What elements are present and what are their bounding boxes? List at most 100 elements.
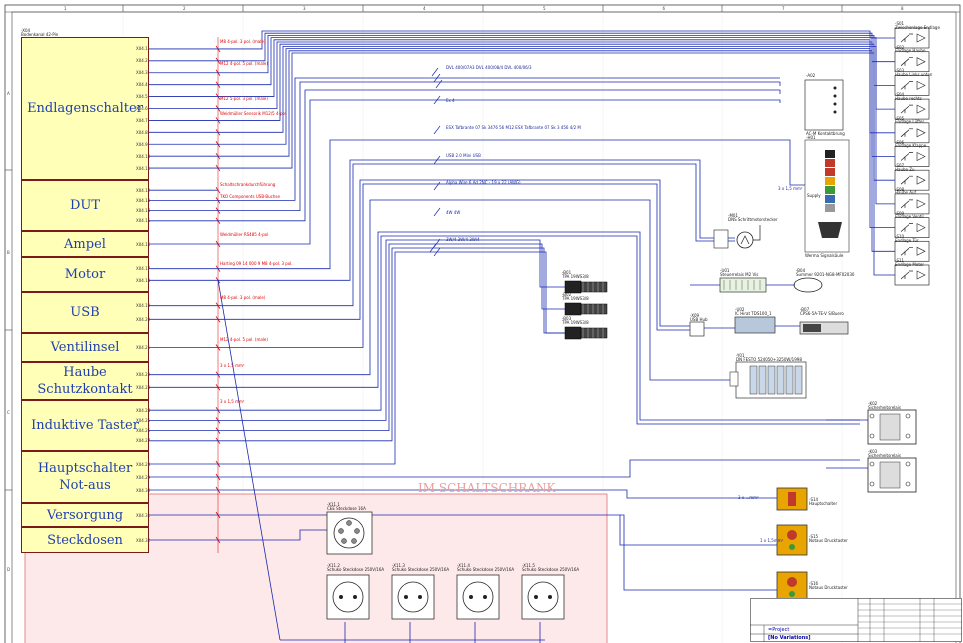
pin-label: X04.6 <box>136 106 148 111</box>
valve-slot <box>749 365 758 395</box>
bus-label: 4W 4W <box>446 210 461 215</box>
signal-lamp <box>825 177 835 185</box>
connector-block-label: Endlagenschalter <box>27 101 143 116</box>
connector-block: DUT <box>21 180 149 231</box>
relay-terminal <box>905 433 911 439</box>
pin-label: X04.24 <box>136 407 151 413</box>
cable-label: Harting 09 14 000 9 M8 4-pol. 3 pol. <box>220 261 293 266</box>
limit-switch-symbol <box>894 169 930 191</box>
signal-tower-base <box>818 222 842 238</box>
schuko-hole <box>469 595 473 599</box>
outlet-ref: -X11.4 <box>457 563 470 568</box>
dut-device <box>804 79 844 131</box>
valve-slot <box>794 365 803 395</box>
cee-pin <box>338 528 344 534</box>
connector-block: Ventilinsel <box>21 333 149 362</box>
bus-label: Alpha Wire 6 Ad 2NC - 19 x 22 (AWG) <box>446 180 521 185</box>
usb-adapter-ref: -U02 <box>735 307 745 312</box>
pin-label: X04.21 <box>136 345 151 350</box>
connector-block: Induktive Taster <box>21 400 149 451</box>
limit-switch-symbol <box>894 51 930 73</box>
switch-wire <box>218 41 895 157</box>
sensor-wire <box>218 239 565 421</box>
bus-label: 3 x ...mm² <box>738 495 759 500</box>
relay-wire <box>218 231 860 421</box>
module-ref: -U01 <box>720 268 730 273</box>
cable-label: M8 4-pol. 3 pol. (male) <box>220 295 266 300</box>
valve-ref: -Y01 <box>736 353 745 358</box>
connector-block: Steckdosen <box>21 527 149 553</box>
pin-label: X04.27 <box>136 438 151 444</box>
relay-terminal <box>869 461 875 467</box>
limit-switch-symbol <box>894 217 930 238</box>
cable-label: Weidmüller RS485 4-pol <box>220 232 269 237</box>
cable-label: Schaltschrankdurchführung <box>220 182 276 187</box>
switch-contact-icon <box>900 104 913 114</box>
limit-switch-name: Endlage Tür <box>895 237 919 243</box>
outlet-name: Schuko Steckdose 250V/16A <box>522 567 580 572</box>
operator-ref: -S15 <box>809 534 819 539</box>
pin-label: X04.29 <box>136 474 151 480</box>
sensor-thread <box>580 281 608 293</box>
valve-connector <box>729 371 739 387</box>
cable-label: M8 4-pol. 3 pol. (male) <box>220 39 266 44</box>
grid-row-label: A <box>7 91 10 96</box>
outlet-name: Schuko Steckdose 250V/16A <box>392 567 450 572</box>
camera-lens <box>803 324 821 332</box>
schuko-hole <box>483 595 487 599</box>
switch-wire <box>218 39 895 134</box>
sensor-ref: -B01 <box>562 270 572 275</box>
limit-switch-ref: -S03 <box>895 68 905 74</box>
connector-block-label: Steckdosen <box>47 532 123 548</box>
limit-switch-symbol <box>894 240 930 262</box>
dut-wire <box>218 81 781 212</box>
relay-terminal <box>869 413 875 419</box>
schuko-face <box>332 581 364 613</box>
grid-column-label: 5 <box>543 6 546 11</box>
outlet-ref: -X11.2 <box>327 563 340 568</box>
sensor-wire <box>218 243 565 432</box>
cee-socket-ref: -X11.1 <box>327 502 340 507</box>
operator-ref: -S14 <box>809 497 819 502</box>
switch-contact-icon <box>900 57 913 66</box>
connector-block-label: Hauptschalter Not-aus <box>37 461 133 493</box>
motor-symbol <box>736 231 754 249</box>
pin-label: X04.20 <box>136 316 151 322</box>
usb-adapter-name: IC Hirat TDS100_1 <box>735 311 772 316</box>
pin-label: X04.23 <box>136 384 151 390</box>
camera-ref: -B07 <box>800 307 810 312</box>
pin-label: X04.14 <box>136 208 151 214</box>
switch-actuator-icon <box>916 199 926 209</box>
outlet-name: Schuko Steckdose 250V/16A <box>457 567 515 572</box>
title-block-variation: [No Variations] <box>768 635 811 641</box>
pin-label: X04.10 <box>136 153 151 159</box>
bus-label: DVL 400/07A3 DVL 400/08/4 DVL 400/06/3 <box>446 65 532 70</box>
grid-row-label: B <box>7 250 10 255</box>
limit-switch-name: Haube Auf <box>895 190 916 196</box>
buzzer-name: Summer 9201-NG8-MF02030 <box>796 272 855 277</box>
signal-lamp <box>825 204 835 212</box>
limit-switch-name: Haube Links unten <box>895 71 933 77</box>
operator-name: Notaus Drucktaster <box>809 538 848 543</box>
sensor-thread <box>580 327 608 339</box>
connector-block-label: Versorgung <box>46 507 124 523</box>
connector-block: Motor <box>21 257 149 292</box>
pin-label: X04.8 <box>136 129 148 135</box>
relay-terminal <box>869 433 875 439</box>
bus-label: 3 x 1,5 mm² <box>778 186 803 191</box>
switch-contact-icon <box>900 81 913 90</box>
limit-switch-name: Endlage Ventil <box>895 214 924 220</box>
limit-switch-symbol <box>894 146 930 167</box>
dut-name: AC-M Kontaktbrung <box>806 131 845 136</box>
connector-block-label: Ampel <box>64 236 106 252</box>
schuko-hole <box>353 595 357 599</box>
switch-wire <box>218 48 895 229</box>
pin-label: X04.2 <box>136 58 148 64</box>
outlet-ref: -X11.5 <box>522 563 535 568</box>
cable-label: M12 4-pol. 5 pol. (male) <box>220 337 268 342</box>
motor-connector <box>713 229 729 249</box>
pin-label: X04.1 <box>136 46 148 52</box>
pin-label: X04.4 <box>136 82 148 88</box>
connector-ref: -X04 <box>21 28 31 33</box>
limit-switch-ref: -S07 <box>895 163 905 169</box>
